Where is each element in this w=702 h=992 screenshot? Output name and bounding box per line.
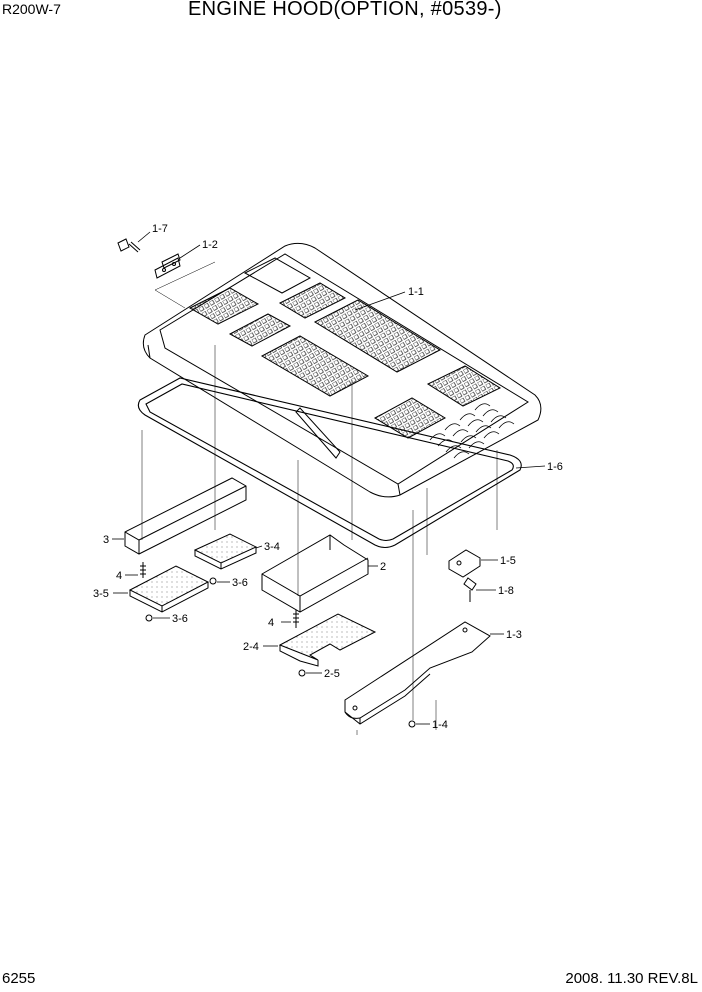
callout-4a: 4	[116, 570, 122, 582]
callout-3-4: 3-4	[264, 541, 280, 553]
callout-3-6b: 3-6	[172, 613, 188, 625]
hinge	[154, 253, 181, 279]
block-1-5	[448, 549, 481, 578]
pad-2-4	[278, 613, 377, 667]
model-label: R200W-7	[2, 1, 61, 17]
callout-1-7: 1-7	[152, 223, 168, 235]
side-panel-1-3	[344, 621, 491, 725]
hood-louvres	[429, 403, 515, 459]
hood-seal	[137, 377, 522, 549]
callout-3-6a: 3-6	[232, 577, 248, 589]
callout-1-2: 1-2	[202, 239, 218, 251]
pad-3-4	[193, 533, 258, 570]
callout-1-3: 1-3	[506, 629, 522, 641]
callout-1-8: 1-8	[498, 585, 514, 597]
callout-1-4: 1-4	[432, 719, 448, 731]
bolt	[117, 238, 141, 253]
engine-hood	[142, 242, 542, 498]
callout-1-6: 1-6	[547, 461, 563, 473]
callout-2: 2	[380, 561, 386, 573]
leader-lines	[112, 231, 546, 725]
callout-3: 3	[103, 534, 109, 546]
screw-3-6b	[145, 614, 153, 622]
stud-4a	[140, 562, 146, 578]
callout-2-4: 2-4	[243, 641, 259, 653]
callout-1-1: 1-1	[408, 286, 424, 298]
pad-3-5	[128, 565, 210, 613]
callout-3-5: 3-5	[93, 588, 109, 600]
stud-4b	[293, 610, 299, 628]
callout-2-5: 2-5	[324, 668, 340, 680]
projection-lines	[141, 261, 498, 735]
callout-4b: 4	[268, 617, 274, 629]
page-title: ENGINE HOOD(OPTION, #0539-)	[188, 0, 502, 20]
screw-2-5	[298, 669, 306, 677]
page-number: 6255	[2, 970, 36, 987]
revision-date: 2008. 11.30 REV.8L	[565, 970, 698, 987]
screw-1-4	[408, 720, 416, 728]
callout-1-5: 1-5	[500, 555, 516, 567]
bracket-2	[261, 534, 369, 613]
bracket-3	[124, 477, 247, 555]
screw-3-6a	[209, 577, 217, 585]
bolt-1-8	[463, 577, 477, 602]
